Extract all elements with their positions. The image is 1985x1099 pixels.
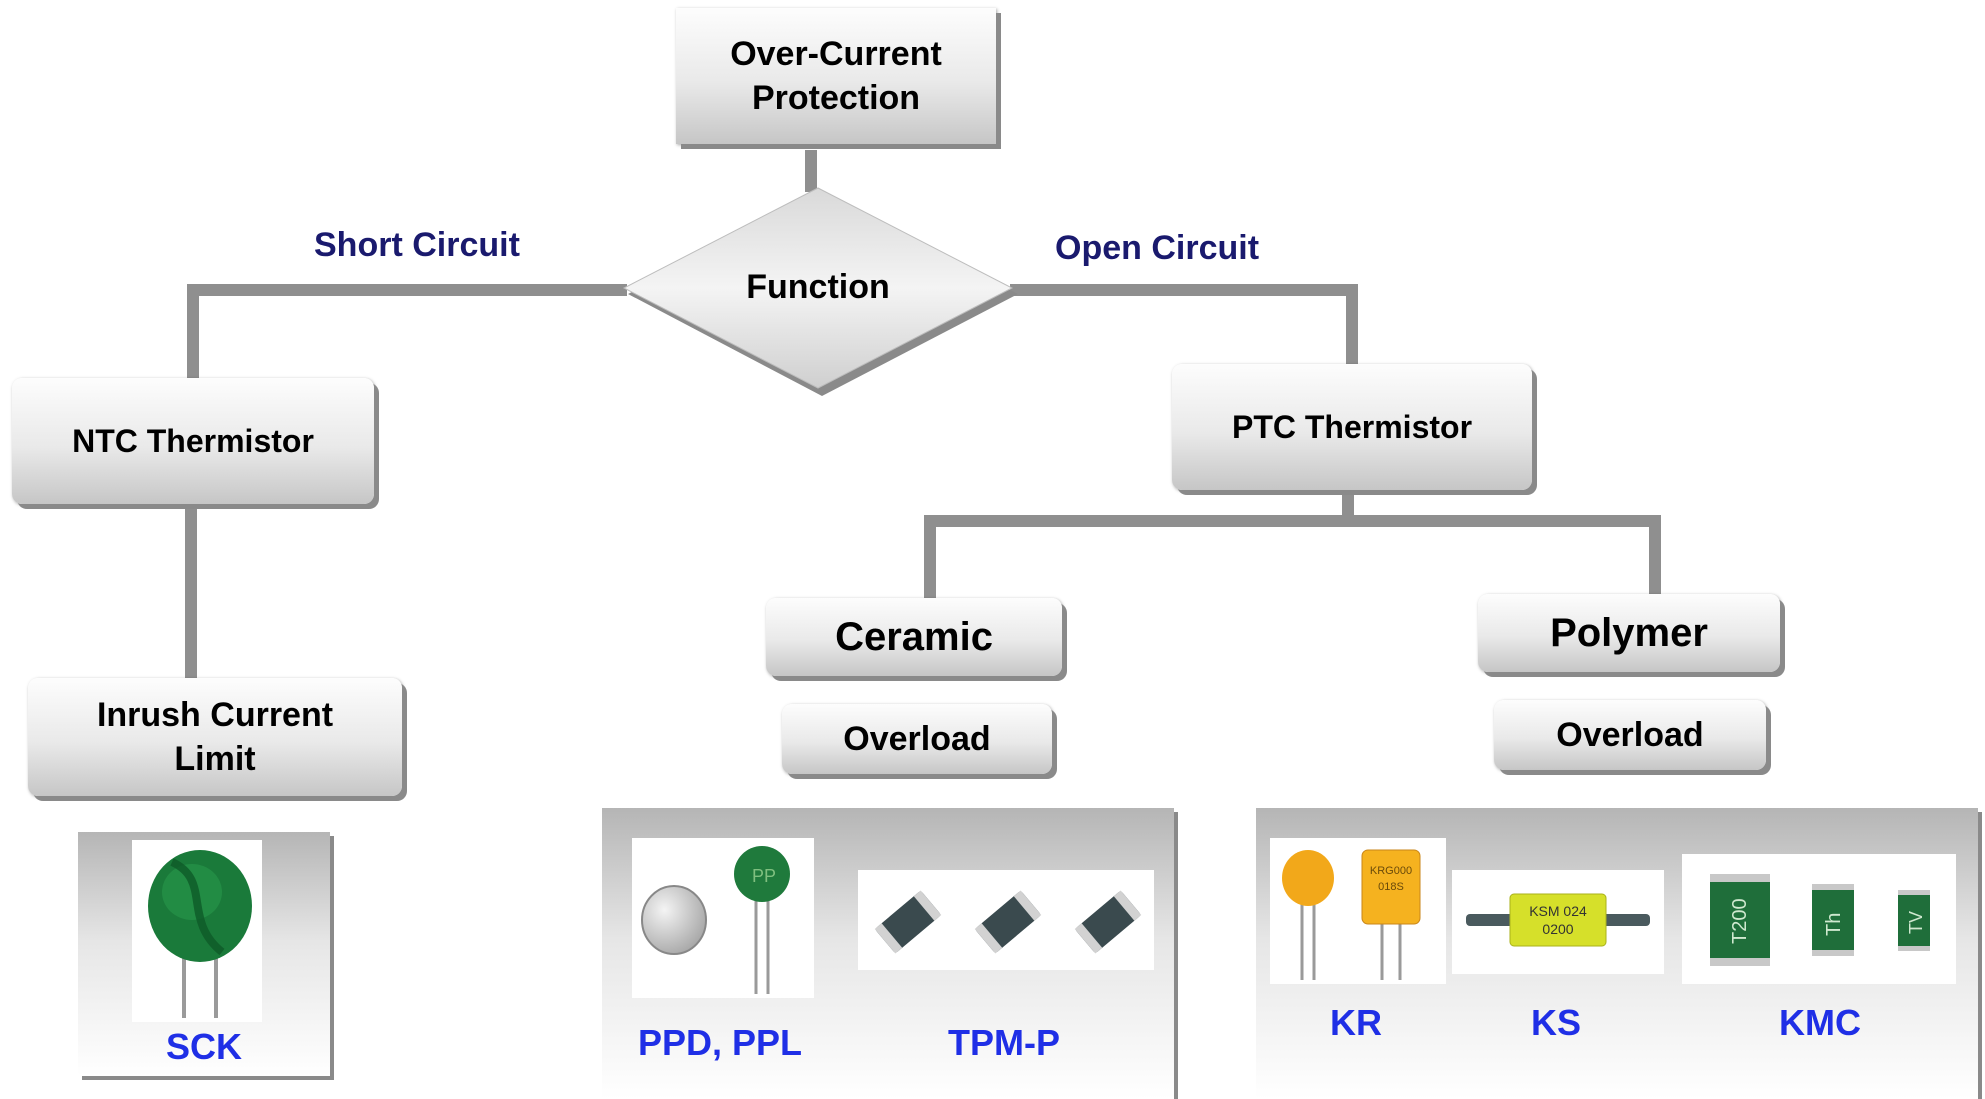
polymer-product-panel: KRG000 018S KSM 024 0200 T200 Th TV KR K… [1256,808,1978,1099]
ppd-ppl-thermistor-image: PP [632,838,814,998]
ceramic-box: Ceramic [766,598,1062,676]
ntc-thermistor-box: NTC Thermistor [12,378,374,504]
ceramic-overload-box: Overload [782,704,1052,774]
inrush-current-limit-label: Inrush Current Limit [96,696,334,778]
product-label-ppd-ppl: PPD, PPL [637,1022,803,1063]
ceramic-product-panel: PP PPD, PPL TPM-P [602,808,1174,1099]
polymer-label: Polymer [1550,610,1708,655]
decision-label: Function [746,268,890,306]
connector-right-horizontal [1010,284,1358,296]
ntc-thermistor-label: NTC Thermistor [72,422,314,459]
branch-label-short-circuit: Short Circuit [314,226,520,264]
connector-ptc-down [1342,492,1354,520]
ceramic-overload-label: Overload [843,719,991,758]
polymer-box: Polymer [1478,594,1780,672]
connector-polymer-down [1649,515,1661,595]
polymer-overload-label: Overload [1556,715,1704,754]
connector-ceramic-down [924,515,936,599]
kr-marking-line2: 018S [1378,881,1404,893]
product-label-kmc: KMC [1779,1002,1861,1043]
sck-product-panel: SCK [78,832,330,1076]
pp-disc-marking: PP [752,866,776,886]
inrush-current-limit-box: Inrush Current Limit [28,678,402,796]
connector-ntc-down [185,506,197,679]
connector-root-to-decision [805,150,817,192]
sck-thermistor-image [132,840,262,1022]
ptc-thermistor-box: PTC Thermistor [1172,364,1532,490]
connector-right-down [1346,284,1358,366]
ks-thermistor-image: KSM 024 0200 [1452,870,1664,974]
tpm-p-chip-image [858,870,1154,970]
ceramic-label: Ceramic [835,614,993,659]
ks-marking-line2: 0200 [1542,921,1573,937]
product-label-ks: KS [1530,1002,1581,1043]
root-node-label: Over-Current Protection [730,35,942,117]
kr-thermistor-image: KRG000 018S [1270,838,1446,984]
ptc-thermistor-label: PTC Thermistor [1231,408,1473,445]
product-label-kr: KR [1330,1002,1382,1043]
product-label-tpm-p: TPM-P [948,1022,1060,1063]
kmc-marking-t200: T200 [1729,898,1751,944]
ks-marking-line1: KSM 024 [1529,903,1587,919]
connector-left-horizontal [187,284,627,296]
decision-diamond: Function [616,182,1024,402]
polymer-overload-box: Overload [1494,700,1766,770]
kmc-chip-image: T200 Th TV [1682,854,1956,984]
connector-ptc-split-horizontal [924,515,1661,527]
kmc-marking-th: Th [1823,913,1845,936]
branch-label-open-circuit: Open Circuit [1055,229,1260,267]
product-label-sck: SCK [165,1026,242,1067]
kr-marking-line1: KRG000 [1370,865,1412,877]
connector-left-down [187,284,199,380]
root-node-box: Over-Current Protection [676,8,996,144]
kmc-marking-tv: TV [1906,911,1926,934]
